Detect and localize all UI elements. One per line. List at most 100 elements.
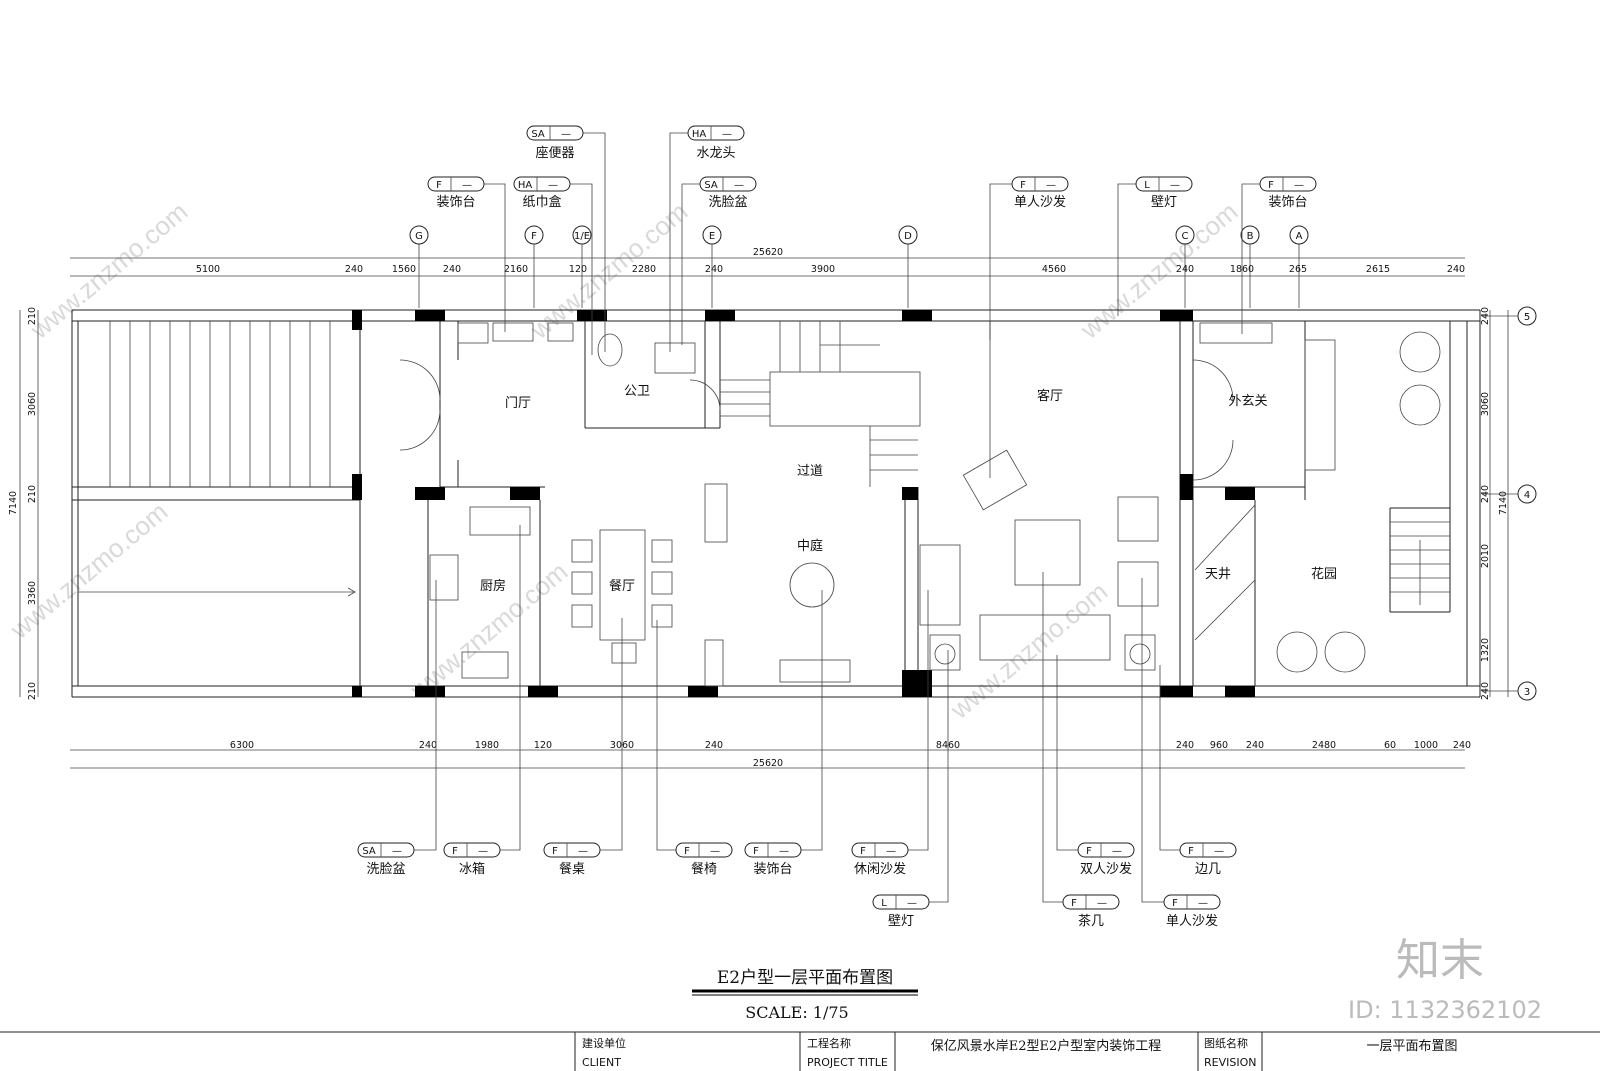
project-label: 工程名称 [807,1036,851,1050]
tag-code: F [1268,180,1274,191]
dim-segment: 2280 [632,264,656,275]
dim-segment: 1320 [1480,638,1491,662]
tag-name: 休闲沙发 [854,861,906,877]
tag-dash: — [462,180,472,191]
dim-segment: 265 [1289,264,1307,275]
dim-segment: 240 [1246,740,1264,751]
dim-segment: 240 [1176,264,1194,275]
tag-code: SA [704,180,718,191]
tag-name: 装饰台 [1268,195,1307,210]
tag-dash: — [1112,846,1122,857]
tag-dash: — [392,846,402,857]
drawing-name: 一层平面布置图 [1366,1039,1457,1054]
tag-dash: — [1170,180,1180,191]
dim-segment: 960 [1210,740,1228,751]
dim-segment: 240 [419,740,437,751]
tag-code: F [1188,846,1194,857]
tag-name: 单人沙发 [1014,194,1066,210]
tag-code: F [684,846,690,857]
tag-name: 洗脸盆 [708,195,747,210]
tags-bottom: SA — 洗脸盆 F — 冰箱 F — 餐桌 F — 餐椅 F — 装饰台 F [357,525,1237,929]
tag-dash: — [779,846,789,857]
project-name: 保亿风景水岸E2型E2户型室内装饰工程 [931,1038,1162,1054]
tag-name: 餐桌 [559,861,585,877]
dim-segment: 3060 [1480,392,1491,416]
watermark-text: www.znzmo.com [944,576,1113,725]
axis-label: 1/E [574,231,590,242]
dim-segment: 240 [1480,485,1491,503]
tag-code: F [753,846,759,857]
stair-left [78,321,356,597]
dim-segment: 240 [705,264,723,275]
tag-code: F [452,846,458,857]
dim-segment: 3360 [27,581,38,605]
brand-logo: 知末 [1396,935,1484,986]
dim-segment: 1560 [392,264,416,275]
dim-segment: 120 [569,264,587,275]
dim-segment: 1000 [1414,740,1438,751]
tag-dash: — [548,180,558,191]
tag-name: 壁灯 [888,914,914,929]
page-title: E2户型一层平面布置图 [717,968,893,988]
tag-name: 座便器 [535,146,574,161]
tag-dash: — [561,129,571,140]
room-outer-entry: 外玄关 [1228,394,1267,409]
dim-segment: 210 [27,307,38,325]
drawing-label: 图纸名称 [1204,1036,1248,1050]
tag-dash: — [734,180,744,191]
dim-segment: 240 [1453,740,1471,751]
room-living: 客厅 [1037,388,1063,404]
id-label: ID: 1132362102 [1348,996,1542,1024]
axis-label: G [415,231,423,242]
dim-segment: 5100 [196,264,220,275]
project-label-en: PROJECT TITLE [807,1056,888,1069]
tag-name: 壁灯 [1151,195,1177,210]
interior-walls [427,321,1306,686]
dim-segment: 240 [1480,682,1491,700]
dim-total: 7140 [8,491,19,515]
dim-total: 25620 [753,758,783,769]
doors [399,359,1234,481]
dims-left: 7140 210 3060 210 3360 210 [8,307,39,700]
axis-label: 4 [1524,490,1530,501]
dim-total: 7140 [1498,491,1509,515]
tag-name: 餐椅 [691,861,717,877]
dim-segment: 210 [27,682,38,700]
tag-name: 纸巾盒 [522,194,561,210]
tag-code: F [1071,898,1077,909]
tag-name: 双人沙发 [1080,861,1132,877]
dims-top: 25620 5100 240 1560 240 2160 120 2280 24… [70,247,1465,277]
dim-segment: 60 [1384,740,1396,751]
axis-label: F [531,231,537,242]
tag-code: F [1020,180,1026,191]
tags-top: SA — 座便器 HA — 水龙头 F — 装饰台 HA — 纸巾盒 SA — … [427,125,1317,478]
dim-total: 25620 [753,247,783,258]
dim-segment: 3060 [27,392,38,416]
tag-dash: — [1097,898,1107,909]
tag-name: 水龙头 [696,146,735,161]
room-dining: 餐厅 [609,578,635,594]
tag-code: L [1144,180,1150,191]
room-courtyard: 中庭 [797,538,823,554]
tag-code: HA [518,180,533,191]
stair-right [1390,521,1450,605]
client-label-en: CLIENT [582,1056,621,1069]
tag-dash: — [578,846,588,857]
drawing-title: E2户型一层平面布置图 SCALE: 1/75 [692,968,918,1022]
tag-code: HA [692,129,707,140]
axis-bubbles-right: 5 4 3 [1482,306,1537,701]
tag-name: 冰箱 [459,861,485,877]
tag-code: SA [362,846,376,857]
dim-segment: 240 [1176,740,1194,751]
dim-segment: 1980 [475,740,499,751]
dim-segment: 2160 [504,264,528,275]
dim-segment: 6300 [230,740,254,751]
dim-segment: 120 [534,740,552,751]
axis-label: D [904,231,912,242]
tag-dash: — [907,898,917,909]
drawing-label-en: REVISION [1204,1056,1256,1069]
dim-segment: 240 [1447,264,1465,275]
tag-code: SA [531,129,545,140]
dim-segment: 2480 [1312,740,1336,751]
